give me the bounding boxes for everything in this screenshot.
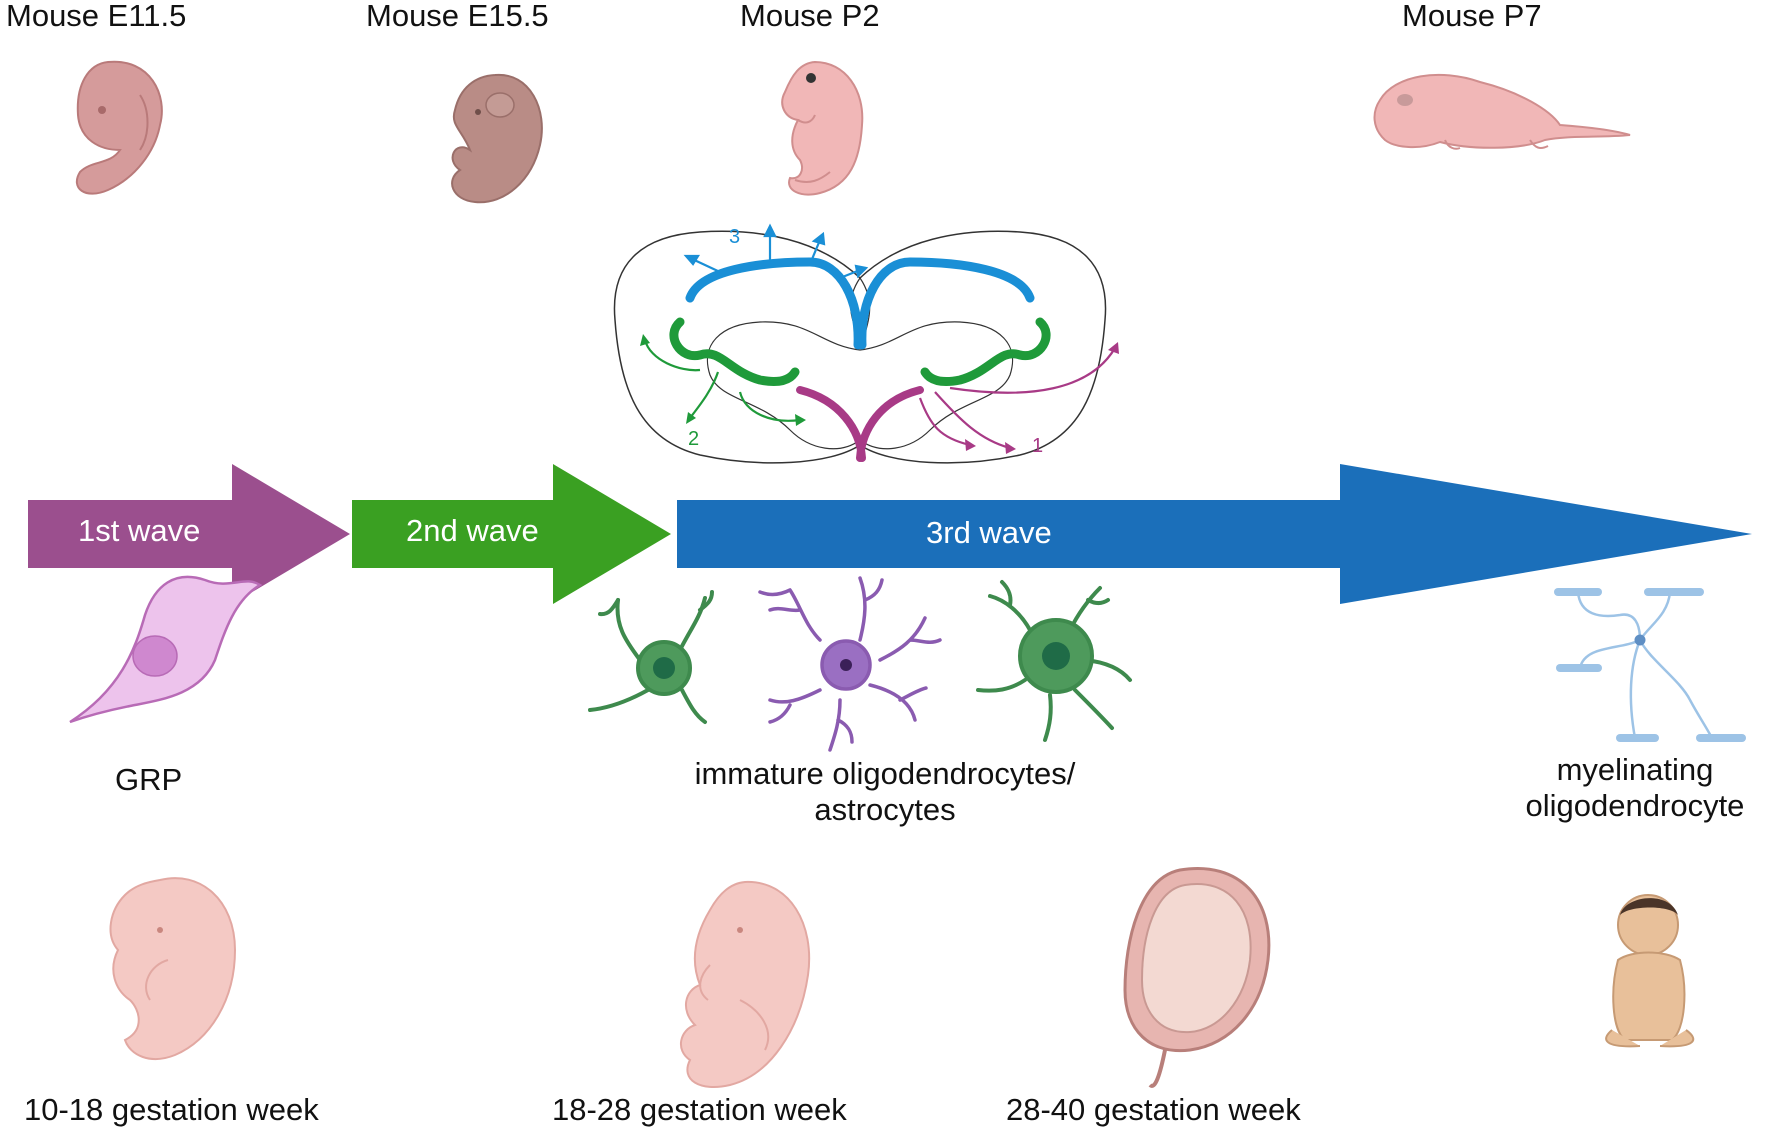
human-infant-icon [1605, 894, 1695, 1048]
oligodendrocyte-precursor-icon [976, 580, 1132, 742]
myelinating-label-line1: myelinating [1556, 752, 1714, 787]
mouse-p7-pup-icon [1373, 73, 1631, 150]
third-wave-label: 3rd wave [926, 515, 1052, 550]
gestation-10-18-label: 10-18 gestation week [24, 1092, 319, 1127]
mouse-e15-5-embryo-icon [451, 73, 543, 204]
first-wave-label: 1st wave [78, 513, 201, 548]
third-wave-arrow [677, 464, 1752, 604]
spinal-cord-diagram: 1 2 3 [613, 223, 1119, 464]
immature-cells-label-line1: immature oligodendrocytes/ [694, 756, 1076, 791]
gestation-18-28-label: 18-28 gestation week [552, 1092, 847, 1127]
human-fetus-mid-icon [680, 880, 811, 1088]
mouse-e11-5-label: Mouse E11.5 [6, 0, 187, 33]
human-fetus-late-womb-icon [1123, 867, 1271, 1088]
gestation-28-40-label: 28-40 gestation week [1006, 1092, 1301, 1127]
grp-label: GRP [115, 762, 183, 797]
mouse-p2-label: Mouse P2 [740, 0, 880, 33]
myelinating-oligodendrocyte-icon [1554, 588, 1746, 742]
second-wave-arrow [352, 464, 671, 604]
mouse-e15-5-label: Mouse E15.5 [366, 0, 549, 33]
mouse-p2-pup-icon [781, 60, 864, 196]
lateral-number-label: 2 [688, 428, 699, 450]
first-wave-arrow [28, 464, 350, 604]
second-wave-label: 2nd wave [406, 513, 539, 548]
ventral-number-label: 1 [1032, 435, 1043, 457]
dorsal-number-label: 3 [729, 226, 740, 248]
myelinating-label-line2: oligodendrocyte [1525, 787, 1745, 823]
immature-cells-label-line2: astrocytes [814, 791, 956, 827]
astrocyte-icon [758, 576, 942, 752]
mouse-e11-5-embryo-icon [75, 60, 163, 195]
mouse-p7-label: Mouse P7 [1402, 0, 1542, 33]
immature-cells-label: immature oligodendrocytes/ astrocytes [650, 756, 1120, 827]
myelinating-label: myelinating oligodendrocyte [1500, 752, 1770, 823]
human-embryo-early-icon [109, 877, 237, 1060]
immature-oligodendrocyte-icon [588, 590, 714, 724]
grp-cell-icon [69, 575, 263, 724]
